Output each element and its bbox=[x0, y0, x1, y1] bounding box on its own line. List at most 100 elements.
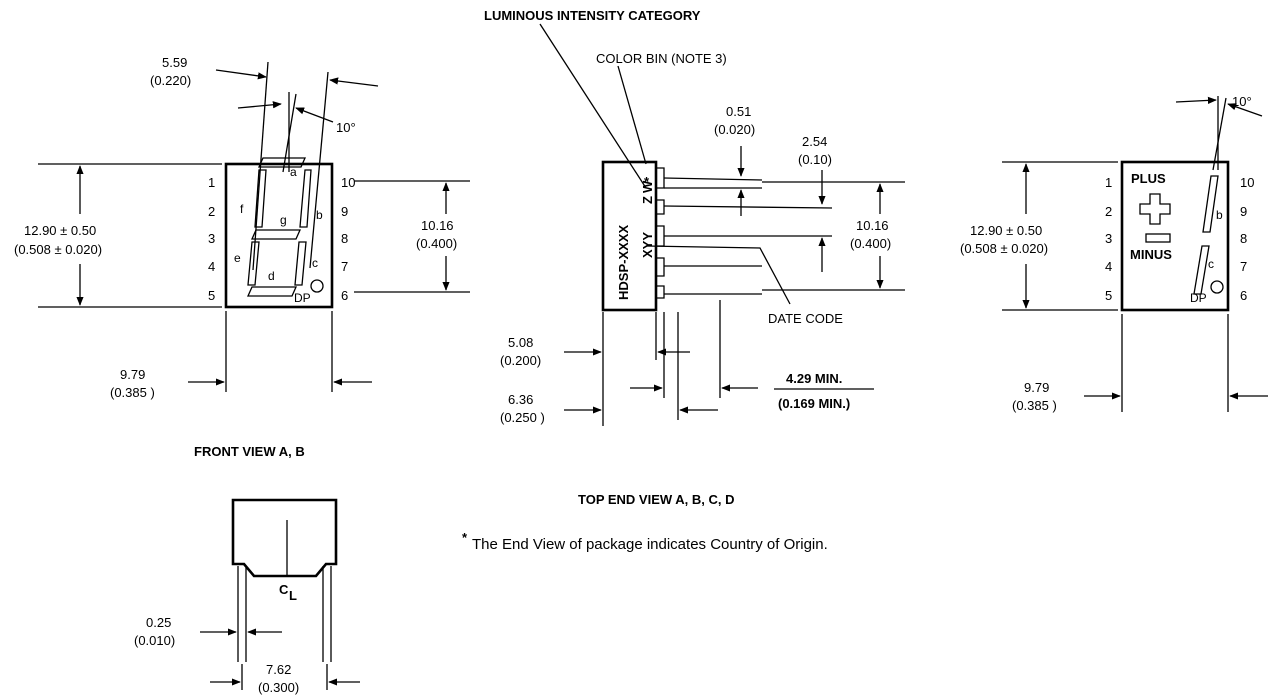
lead-span-dim-value: 10.16 bbox=[856, 218, 889, 233]
polarity-decimal-point bbox=[1210, 280, 1224, 294]
decimal-point-outline bbox=[310, 279, 324, 293]
segment-d-label: d bbox=[268, 269, 275, 283]
segment-f-label: f bbox=[240, 202, 244, 216]
polarity-pin-4-label: 4 bbox=[1105, 259, 1112, 274]
pitch-arrow-left bbox=[215, 69, 267, 80]
polarity-pin-10-label: 10 bbox=[1240, 175, 1254, 190]
pin-3-label: 3 bbox=[208, 231, 215, 246]
pin-8-label: 8 bbox=[341, 231, 348, 246]
segment-a-label: a bbox=[290, 165, 297, 179]
pin-2-label: 2 bbox=[208, 204, 215, 219]
marking-w: W bbox=[640, 180, 655, 193]
slant-arrow-left bbox=[237, 101, 282, 109]
polarity-slant-arrow-left bbox=[1175, 96, 1217, 105]
polarity-pin-5-label: 5 bbox=[1105, 288, 1112, 303]
body-depth-dim-inch: (0.200) bbox=[500, 353, 541, 368]
lead-width-dim-value: 0.51 bbox=[726, 104, 751, 119]
lead-width-dim-inch: (0.020) bbox=[714, 122, 755, 137]
pitch-arrow-right bbox=[329, 77, 379, 87]
side-pitch-value: 7.62 bbox=[266, 662, 291, 677]
pitch-extension-right bbox=[309, 71, 329, 269]
polarity-segment-b-outline bbox=[1202, 175, 1219, 233]
minus-symbol bbox=[1145, 233, 1171, 243]
color-bin-label: COLOR BIN (NOTE 3) bbox=[596, 51, 727, 66]
top-end-view-caption: TOP END VIEW A, B, C, D bbox=[578, 492, 735, 507]
height-dim-inch: (0.508 ± 0.020) bbox=[14, 242, 102, 257]
side-pitch-inch: (0.300) bbox=[258, 680, 299, 695]
polarity-segment-c-outline bbox=[1193, 245, 1210, 295]
seat-dim-value: 6.36 bbox=[508, 392, 533, 407]
pin-7-label: 7 bbox=[341, 259, 348, 274]
height-dim-value: 12.90 ± 0.50 bbox=[24, 223, 96, 238]
lead-dim-value: 0.25 bbox=[146, 615, 171, 630]
segment-g-outline bbox=[250, 229, 302, 240]
origin-note-star: * bbox=[462, 530, 468, 545]
segment-e-label: e bbox=[234, 251, 241, 265]
polarity-pin-8-label: 8 bbox=[1240, 231, 1247, 246]
front-view: a f g b e d c DP 1 2 3 4 5 10 9 8 7 6 5.… bbox=[14, 55, 470, 459]
date-code-leader bbox=[645, 245, 791, 305]
lead-length-dim-inch: (0.169 MIN.) bbox=[778, 396, 850, 411]
leads bbox=[663, 177, 905, 295]
marking-star: * bbox=[644, 174, 650, 189]
lead-pitch-dim-value: 2.54 bbox=[802, 134, 827, 149]
pin-6-label: 6 bbox=[341, 288, 348, 303]
lead-span-dim-inch: (0.400) bbox=[850, 236, 891, 251]
slant-arrow-right bbox=[295, 107, 334, 123]
seven-segment-digit bbox=[246, 157, 324, 297]
pin-5-label: 5 bbox=[208, 288, 215, 303]
pin-9-label: 9 bbox=[341, 204, 348, 219]
pin-1-label: 1 bbox=[208, 175, 215, 190]
body-depth-dim-value: 5.08 bbox=[508, 335, 533, 350]
polarity-width-value: 9.79 bbox=[1024, 380, 1049, 395]
pin-span-dim-value: 10.16 bbox=[421, 218, 454, 233]
side-view-leads bbox=[237, 566, 332, 662]
segment-d-outline bbox=[246, 286, 298, 297]
polarity-width-inch: (0.385 ) bbox=[1012, 398, 1057, 413]
top-end-view: HDSP-XXXX Z W XYY * LUMINOUS INTENSITY C… bbox=[462, 8, 905, 553]
origin-note: The End View of package indicates Countr… bbox=[472, 536, 828, 553]
plus-label: PLUS bbox=[1131, 171, 1166, 186]
polarity-pin-9-label: 9 bbox=[1240, 204, 1247, 219]
segment-a-outline bbox=[257, 157, 307, 168]
segment-c-label: c bbox=[312, 256, 318, 270]
segment-e-outline bbox=[247, 241, 260, 286]
polarity-slant-label: 10° bbox=[1232, 94, 1252, 109]
segment-f-outline bbox=[254, 169, 267, 228]
width-dim-inch: (0.385 ) bbox=[110, 385, 155, 400]
pitch-dim-inch: (0.220) bbox=[150, 73, 191, 88]
pin-10-label: 10 bbox=[341, 175, 355, 190]
pitch-extension-left bbox=[252, 61, 269, 271]
lead-dim-inch: (0.010) bbox=[134, 633, 175, 648]
centerline-symbol-sub: L bbox=[289, 588, 297, 603]
polarity-pin-2-label: 2 bbox=[1105, 204, 1112, 219]
color-bin-leader bbox=[617, 65, 647, 165]
lead-length-dim-value: 4.29 MIN. bbox=[786, 371, 842, 386]
polarity-segment-b-label: b bbox=[1216, 208, 1223, 222]
polarity-pin-7-label: 7 bbox=[1240, 259, 1247, 274]
date-code-label: DATE CODE bbox=[768, 311, 843, 326]
side-view-body bbox=[231, 498, 338, 578]
part-marking: HDSP-XXXX bbox=[616, 225, 631, 300]
pin-4-label: 4 bbox=[208, 259, 215, 274]
polarity-view-body bbox=[1120, 160, 1230, 312]
polarity-height-inch: (0.508 ± 0.020) bbox=[960, 241, 1048, 256]
polarity-pin-1-label: 1 bbox=[1105, 175, 1112, 190]
centerline-symbol: C bbox=[279, 582, 289, 597]
polarity-pin-6-label: 6 bbox=[1240, 288, 1247, 303]
plus-symbol bbox=[1139, 193, 1171, 225]
slant-ref-tilted bbox=[282, 93, 297, 173]
pin-span-dim-inch: (0.400) bbox=[416, 236, 457, 251]
side-view: C L 0.25 (0.010) 7.62 (0.300) bbox=[134, 498, 360, 695]
pitch-dim-value: 5.59 bbox=[162, 55, 187, 70]
segment-g-label: g bbox=[280, 213, 287, 227]
luminous-leader bbox=[539, 23, 647, 189]
front-view-body bbox=[224, 162, 334, 309]
lead-pitch-dim-inch: (0.10) bbox=[798, 152, 832, 167]
polarity-segment-dp-label: DP bbox=[1190, 291, 1207, 305]
slant-angle-label: 10° bbox=[336, 120, 356, 135]
polarity-slant-tilted bbox=[1212, 97, 1227, 171]
minus-label: MINUS bbox=[1130, 247, 1172, 262]
segment-c-outline bbox=[294, 241, 307, 286]
